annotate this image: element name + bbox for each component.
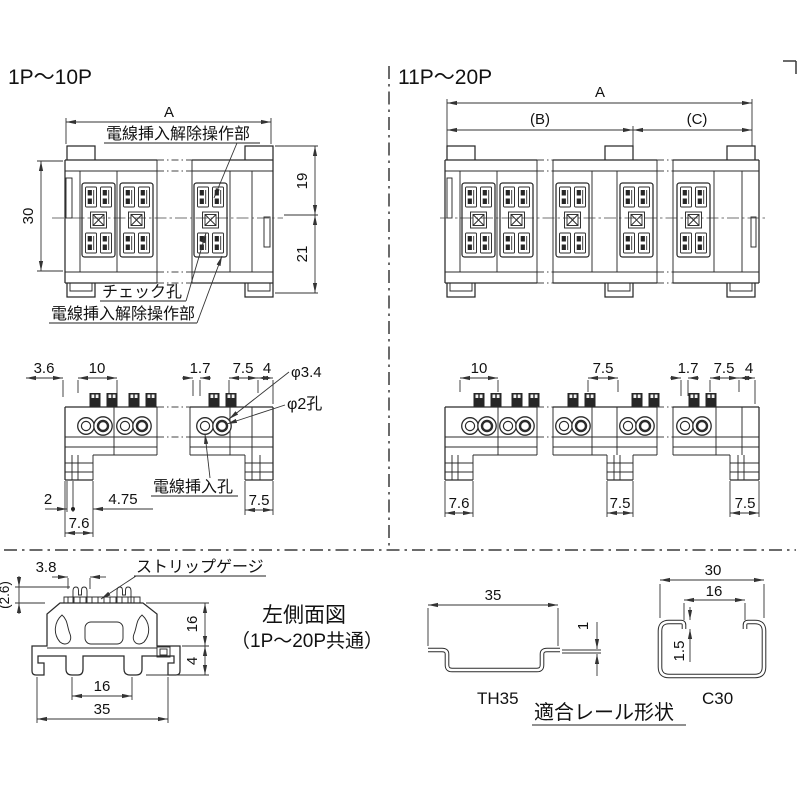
dim-a-left: A <box>65 104 272 144</box>
dim-label-4-side: 4 <box>184 657 201 665</box>
dim-label-10: 10 <box>89 360 106 377</box>
label-strip-gauge: ストリップゲージ <box>136 558 264 576</box>
dims-side-bottom: 16 35 <box>36 677 169 723</box>
dim-label-phi-3-4: φ3.4 <box>291 364 322 381</box>
dim-label-c: (C) <box>687 111 708 128</box>
front-view-1p-10p: 1P～10P A 電線挿入解除操作部 30 19 21 チェック <box>8 66 318 324</box>
datum-dot <box>71 507 75 511</box>
front-view-11p-20p: 11P～20P A (B) (C) <box>398 66 765 298</box>
label-wire-release-top: 電線挿入解除操作部 <box>106 125 250 143</box>
dim-label-1-7-r: 1.7 <box>678 360 699 377</box>
dim-label-3-8: 3.8 <box>36 559 57 576</box>
dim-label-7-5-foot-right: 7.5 <box>735 495 756 512</box>
dim-label-3-6: 3.6 <box>34 360 55 377</box>
dim-label-a: A <box>164 104 174 121</box>
dim-label-7-5-top-r: 7.5 <box>714 360 735 377</box>
dims-bottom-left-foot: 2 4.75 7.6 7.5 <box>44 481 274 537</box>
terminal-body-front-right <box>440 145 765 298</box>
bottom-view-1p-10p: 3.6 10 1.7 7.5 4 φ3.4 φ2孔 2 4.75 7.6 7.5… <box>26 360 322 537</box>
label-check-hole: チェック孔 <box>102 283 182 301</box>
terminal-body-bottom-left <box>64 393 274 481</box>
dim-label-21: 21 <box>294 246 311 263</box>
side-view-title: 左側面図 <box>262 604 346 627</box>
dim-label-30: 30 <box>20 208 37 225</box>
dims-bottom-right-foot: 7.6 7.5 7.5 <box>444 481 760 517</box>
rail-label-th35: TH35 <box>477 689 519 708</box>
page-corner-mark <box>783 60 797 76</box>
dim-label-35-side: 35 <box>94 701 111 718</box>
dims-top-left: 3.6 10 1.7 7.5 4 <box>26 360 274 404</box>
dim-label-7-5-mid: 7.5 <box>593 360 614 377</box>
dim-label-a2: A <box>595 84 605 101</box>
leader-check-hole <box>185 232 207 302</box>
side-view-subtitle: （1P～20P共通） <box>231 630 383 652</box>
rail-label-c30: C30 <box>702 689 733 708</box>
section-dividers <box>4 60 797 551</box>
leader-phi-2-hole <box>226 404 286 425</box>
dim-19-21: 19 21 <box>275 145 318 294</box>
leader-phi-3-4 <box>228 371 290 420</box>
label-wire-release-bottom: 電線挿入解除操作部 <box>51 305 195 323</box>
dims-top-right: 10 7.5 1.7 7.5 4 <box>459 360 756 404</box>
side-view: 3.8 (2.6) ストリップゲージ 16 4 16 35 左側面図 （1P～2… <box>0 558 383 723</box>
dim-label-7-6-r: 7.6 <box>449 495 470 512</box>
label-wire-insert-hole: 電線挿入孔 <box>153 478 233 496</box>
dim-label-phi-2-hole: φ2孔 <box>287 395 322 413</box>
leader-wire-release-bottom <box>196 255 223 324</box>
dim-label-1-5-rail: 1.5 <box>671 641 688 662</box>
dim-label-1-7: 1.7 <box>190 360 211 377</box>
dim-label-35-rail: 35 <box>485 587 502 604</box>
dim-label-7-6: 7.6 <box>69 515 90 532</box>
side-profile <box>31 586 181 676</box>
dim-label-b: (B) <box>530 111 550 128</box>
dim-label-7-5-top: 7.5 <box>233 360 254 377</box>
rail-caption: 適合レール形状 <box>534 701 674 724</box>
dim-label-1-rail: 1 <box>575 622 592 630</box>
dim-label-4: 4 <box>263 360 271 377</box>
rail-c30: 30 16 1.5 C30 <box>657 562 767 708</box>
terminal-body-bottom-right <box>444 393 760 481</box>
dim-label-4-r: 4 <box>745 360 753 377</box>
dim-label-19: 19 <box>294 173 311 190</box>
section-title-1p-10p: 1P～10P <box>8 66 92 89</box>
dim-label-7-5-foot-mid: 7.5 <box>610 495 631 512</box>
dim-label-2-6: (2.6) <box>0 581 12 609</box>
leader-wire-insert-hole <box>204 433 211 479</box>
dim-a-right: A (B) (C) <box>446 84 753 146</box>
dim-30: 30 <box>20 160 63 272</box>
dim-label-2: 2 <box>44 491 52 508</box>
bottom-view-11p-20p: 10 7.5 1.7 7.5 4 7.6 7.5 7.5 <box>444 360 760 517</box>
terminal-body-front-left <box>52 145 283 298</box>
dim-label-4-75: 4.75 <box>108 491 137 508</box>
section-title-11p-20p: 11P～20P <box>398 66 492 89</box>
dim-label-30-rail: 30 <box>705 562 722 579</box>
dim-label-16-bottom: 16 <box>94 678 111 695</box>
dims-side-right: 16 4 <box>146 602 209 676</box>
dim-label-7-5-right: 7.5 <box>249 492 270 509</box>
dim-label-10-r: 10 <box>471 360 488 377</box>
dim-label-16-side: 16 <box>184 616 201 633</box>
leader-wire-release-top <box>213 142 238 199</box>
dim-label-16-rail: 16 <box>706 583 723 600</box>
rail-th35: 35 1 TH35 <box>427 587 601 708</box>
